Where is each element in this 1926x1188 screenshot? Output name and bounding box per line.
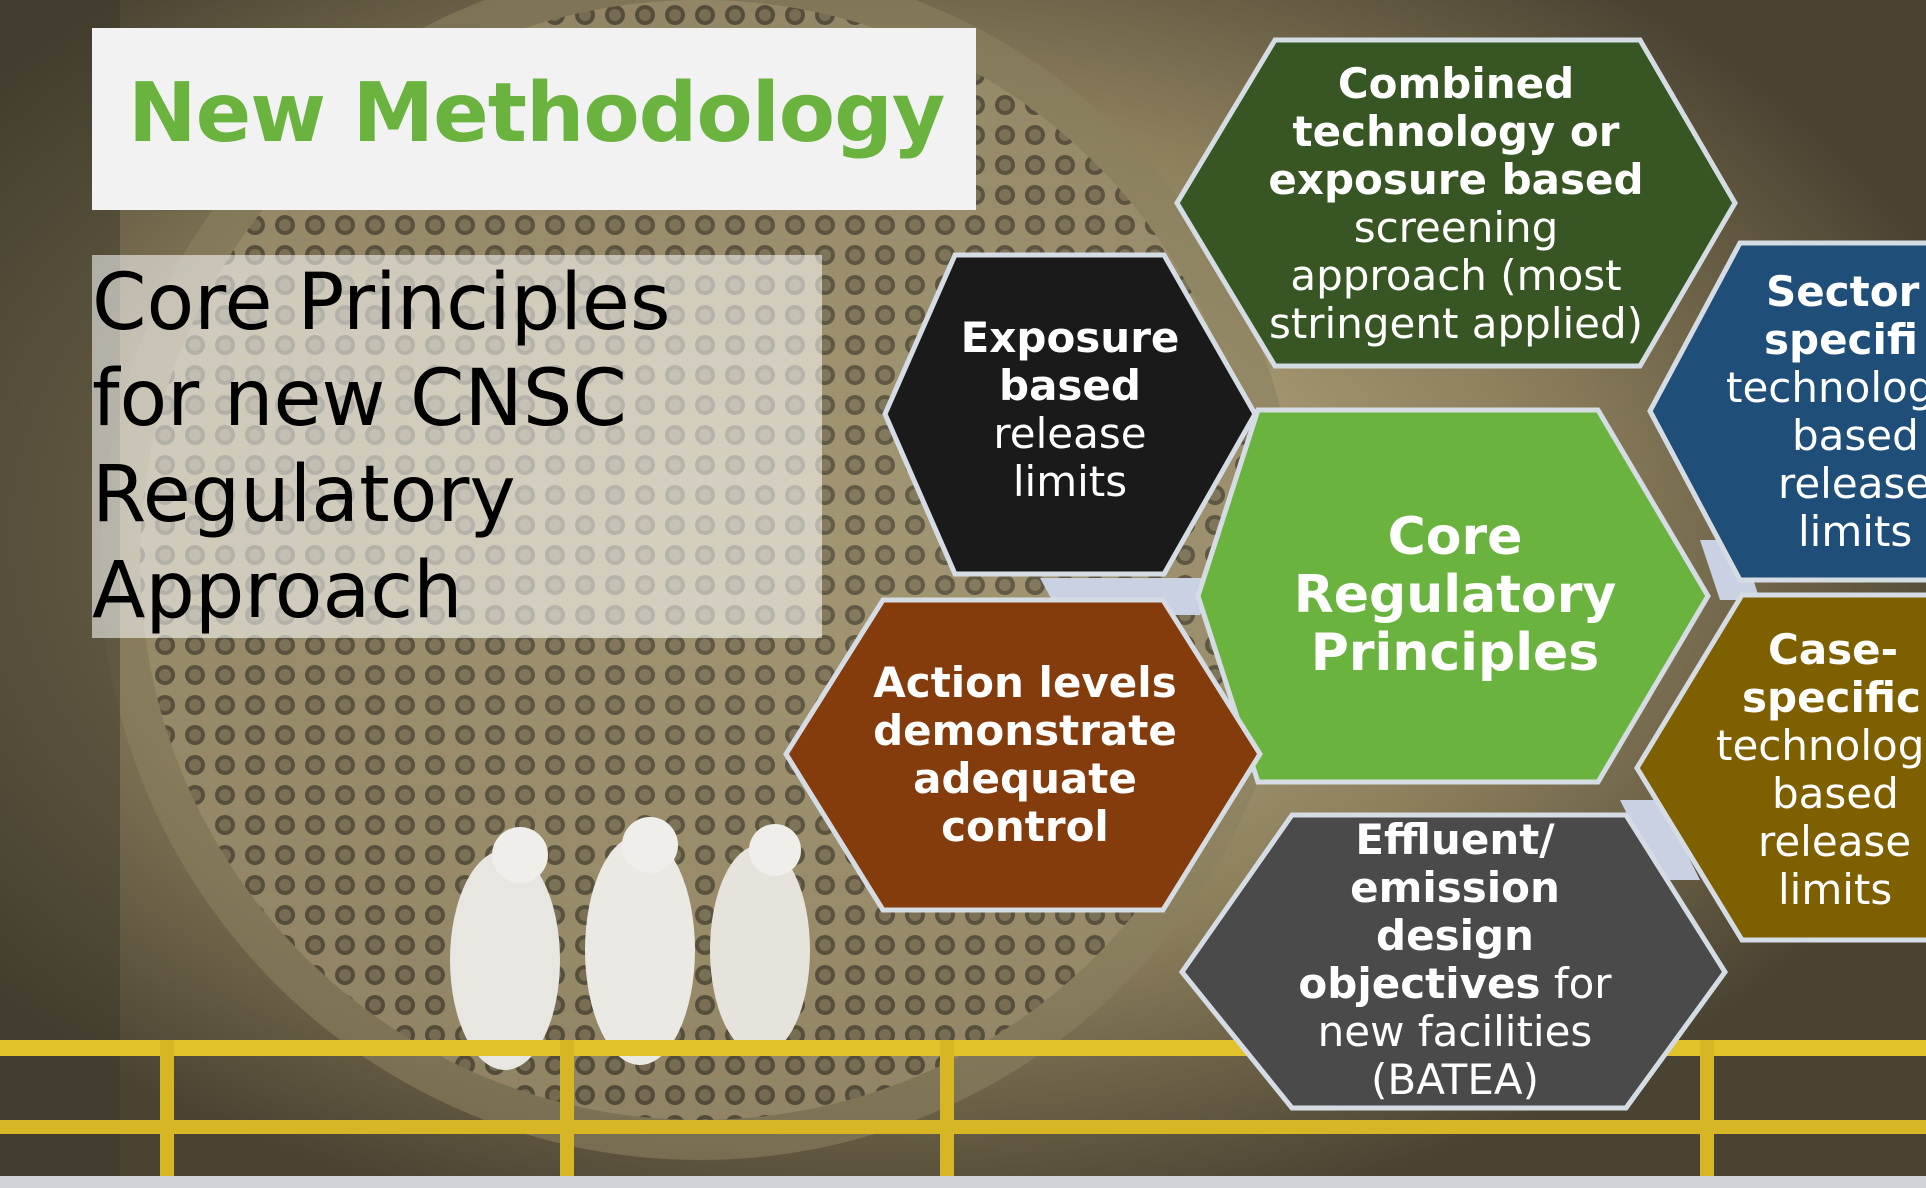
hex-core-shape <box>1195 407 1711 785</box>
action-line-1: Action levels <box>873 658 1177 707</box>
subtitle-line-1: Core Principles <box>92 258 671 348</box>
sector-line-3: technolog <box>1726 363 1926 412</box>
hex-combined-shape <box>1174 37 1738 369</box>
hex-exposure-label: Exposure based release limits <box>900 300 1240 520</box>
action-line-4: control <box>941 802 1109 851</box>
effluent-for-text: for <box>1540 959 1612 1008</box>
combined-line-3: exposure based <box>1268 155 1644 204</box>
case-line-2: specific <box>1742 673 1921 722</box>
hex-core-label: Core Regulatory Principles <box>1240 470 1670 720</box>
sector-line-4: based <box>1792 411 1919 460</box>
combined-line-4: screening <box>1353 203 1559 252</box>
combined-line-5: approach (most <box>1290 251 1622 300</box>
sector-line-2: specifi <box>1764 315 1918 364</box>
exposure-line-2: based <box>999 361 1141 410</box>
combined-line-6: stringent applied) <box>1268 299 1644 348</box>
action-line-2: demonstrate <box>873 706 1177 755</box>
case-line-4: based <box>1772 769 1899 818</box>
subtitle-text: Core Principles for new CNSC Regulatory … <box>92 255 671 639</box>
subtitle-panel: Core Principles for new CNSC Regulatory … <box>92 255 822 638</box>
title-banner: New Methodology <box>92 28 976 210</box>
subtitle-line-2: for new CNSC <box>92 354 627 444</box>
case-line-6: limits <box>1778 865 1893 914</box>
hex-case-label: Case- specific technolog based release l… <box>1690 620 1926 920</box>
hex-combined-label: Combined technology or exposure based sc… <box>1180 56 1732 352</box>
effluent-line-1: Effluent/ <box>1355 815 1555 864</box>
effluent-objectives-text: objectives <box>1298 959 1541 1008</box>
combined-line-1: Combined <box>1337 59 1575 108</box>
hex-action-shape <box>783 597 1263 913</box>
core-line-2: Regulatory <box>1293 565 1617 625</box>
slide-title: New Methodology <box>128 66 945 161</box>
subtitle-line-4: Approach <box>92 546 463 636</box>
sector-line-1: Sector <box>1766 267 1920 316</box>
sector-line-5: release <box>1778 459 1926 508</box>
effluent-line-3: design <box>1376 911 1534 960</box>
effluent-line-5: new facilities <box>1317 1007 1593 1056</box>
exposure-line-3: release <box>993 409 1147 458</box>
effluent-line-6: (BATEA) <box>1371 1055 1539 1104</box>
effluent-line-4: objectives for <box>1298 960 1611 1008</box>
hex-action-label: Action levels demonstrate adequate contr… <box>830 650 1220 860</box>
sector-line-6: limits <box>1798 507 1913 556</box>
exposure-line-4: limits <box>1012 457 1128 506</box>
action-line-3: adequate <box>913 754 1137 803</box>
case-line-1: Case- <box>1768 625 1899 674</box>
exposure-line-1: Exposure <box>960 313 1180 362</box>
case-line-5: release <box>1758 817 1912 866</box>
hex-effluent-label: Effluent/ emission design objectives for… <box>1200 815 1710 1105</box>
combined-line-2: technology or <box>1292 107 1620 156</box>
hex-effluent-shape <box>1178 812 1729 1111</box>
subtitle-line-3: Regulatory <box>92 450 516 540</box>
hex-case-shape <box>1634 592 1926 943</box>
core-line-3: Principles <box>1310 623 1600 683</box>
hex-sector-shape <box>1647 240 1926 583</box>
hex-exposure-shape <box>882 252 1258 577</box>
connector-bottom-right <box>1620 800 1700 880</box>
effluent-line-2: emission <box>1350 863 1560 912</box>
hex-sector-label: Sector specifi technolog based release l… <box>1700 262 1926 562</box>
core-line-1: Core <box>1387 507 1523 567</box>
case-line-3: technolog <box>1716 721 1925 770</box>
